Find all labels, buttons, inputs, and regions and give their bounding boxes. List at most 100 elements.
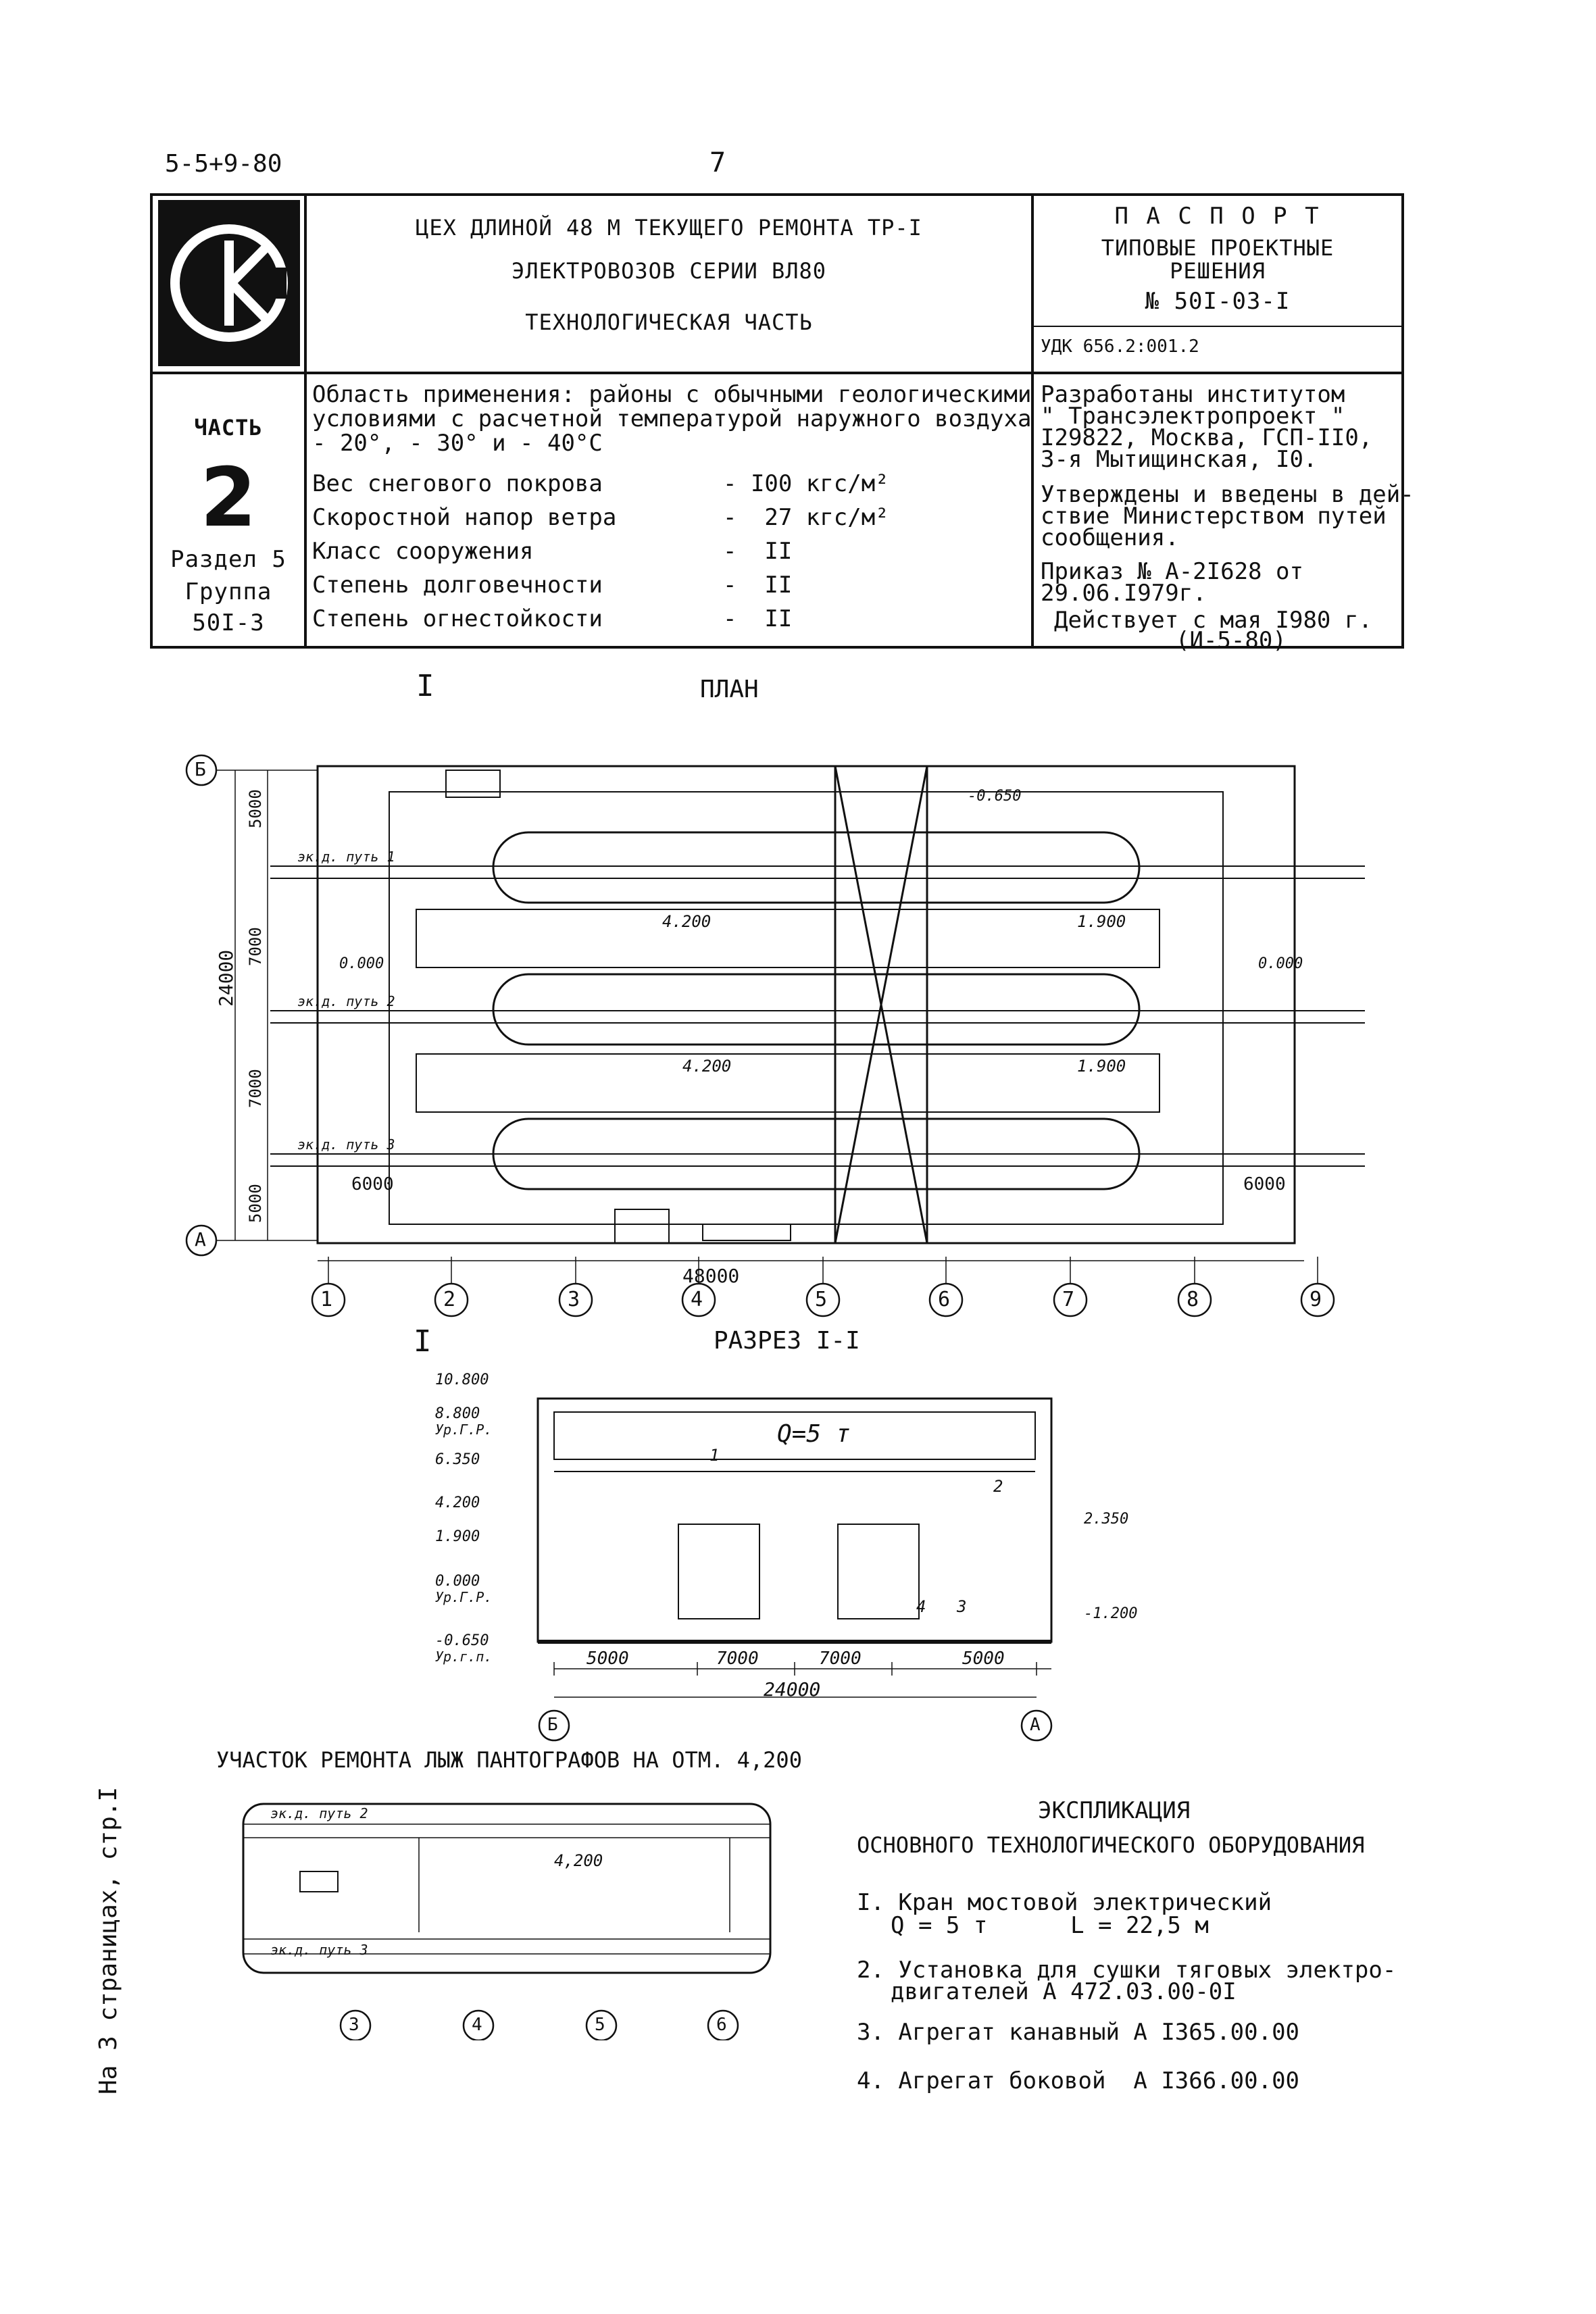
developer-line: " Трансэлектропроект " [1041, 403, 1345, 430]
part-number: 2 [200, 451, 257, 545]
axis-label-9: 9 [1310, 1288, 1322, 1311]
developer-line: I29822, Москва, ГСП-II0, [1041, 424, 1373, 451]
side-note: На 3 страницах, стр.I [95, 1786, 122, 2094]
crane-label: Q=5 т [777, 1420, 851, 1448]
level-label: 0.000 [435, 1573, 480, 1590]
level-label: Ур.Г.Р. [435, 1422, 493, 1438]
param-value: - II [723, 538, 793, 565]
repair-area-title: УЧАСТОК РЕМОНТА ЛЫЖ ПАНТОГРАФОВ НА ОТМ. … [216, 1747, 802, 1773]
callout: 4 [916, 1597, 926, 1616]
level-label: Ур.Г.Р. [435, 1589, 493, 1605]
passport-number: № 50I-03-I [1145, 288, 1291, 315]
application-line-2: условиями с расчетной температурой наруж… [312, 405, 1032, 432]
span-label: 5000 [962, 1649, 1005, 1669]
passport-line-2: ТИПОВЫЕ ПРОЕКТНЫЕ [1101, 235, 1335, 261]
section-title: РАЗРЕЗ I-I [714, 1327, 860, 1355]
callout: 1 [709, 1446, 720, 1465]
span-label: 7000 [716, 1649, 759, 1669]
callout: 3 [957, 1597, 967, 1616]
explication-item: 3. Агрегат канавный А I365.00.00 [857, 2019, 1300, 2046]
repair-track-bottom: эк.д. путь 3 [270, 1942, 368, 1958]
param-value: - II [723, 572, 793, 599]
explication-title: ЭКСПЛИКАЦИЯ [1038, 1797, 1191, 1824]
param-name: Вес снегового покрова [312, 470, 603, 497]
sheet-code: 5-5+9-80 [165, 150, 282, 178]
passport-label: П А С П О Р Т [1114, 203, 1321, 230]
application-line-1: Область применения: районы с обычными ге… [312, 381, 1032, 408]
developer-line: Разработаны институтом [1041, 381, 1345, 408]
developer-line: 3-я Мытищинская, I0. [1041, 446, 1318, 473]
explication-item: 4. Агрегат боковой А I366.00.00 [857, 2067, 1300, 2094]
level-label: 6.350 [435, 1451, 480, 1468]
axis-label-b: Б [195, 758, 206, 780]
group-label: Группа [184, 578, 272, 605]
approval-line: ствие Министерством путей [1041, 503, 1387, 530]
effective-line: (И-5-80) [1176, 627, 1287, 654]
axis-label-7: 7 [1062, 1288, 1075, 1311]
section-total: 24000 [764, 1678, 821, 1701]
dim-total-vertical: 24000 [215, 949, 237, 1007]
effective-line: Действует с мая I980 г. [1054, 607, 1372, 634]
elev-label: 4.200 [662, 912, 712, 931]
elev-label: 1.900 [1077, 912, 1126, 931]
track-label-1: эк.д. путь 1 [297, 849, 395, 865]
elev-label: 0.000 [339, 955, 384, 972]
udk: УДК 656.2:001.2 [1041, 336, 1199, 357]
dim-right: 6000 [1243, 1174, 1286, 1194]
section-drawing [537, 1397, 1053, 1742]
explication-item-sub: Q = 5 т L = 22,5 м [891, 1912, 1209, 1939]
param-name: Класс сооружения [312, 538, 534, 565]
repair-elevation: 4,200 [554, 1851, 603, 1870]
repair-axis-6: 6 [716, 2015, 727, 2035]
axis-label-5: 5 [815, 1288, 828, 1311]
page-number: 7 [709, 147, 726, 178]
order-line: Приказ № А-2I628 от [1041, 558, 1303, 585]
param-value: - 27 кгс/м² [723, 504, 889, 531]
elev-label: 1.900 [1077, 1057, 1126, 1076]
dim-left: 6000 [351, 1174, 394, 1194]
repair-axis-4: 4 [472, 2015, 482, 2035]
axis-label-2: 2 [443, 1288, 456, 1311]
logo [158, 200, 300, 366]
explication-item-sub: двигателей А 472.03.00-0I [891, 1978, 1237, 2005]
param-value: - II [723, 605, 793, 632]
level-label: 10.800 [435, 1372, 489, 1388]
section-label: Раздел 5 [170, 546, 286, 573]
title-line-2: ЭЛЕКТРОВОЗОВ СЕРИИ ВЛ80 [511, 258, 827, 284]
repair-axis-5: 5 [595, 2015, 605, 2035]
track-label-3: эк.д. путь 3 [297, 1136, 395, 1153]
plan-drawing [185, 754, 1365, 1317]
axis-label-8: 8 [1187, 1288, 1199, 1311]
repair-axis-3: 3 [349, 2015, 359, 2035]
level-label: -0.650 [435, 1632, 489, 1649]
callout: 2 [993, 1477, 1003, 1496]
level-label: Ур.г.п. [435, 1649, 493, 1665]
section-axis-b: Б [547, 1715, 558, 1735]
approval-line: Утверждены и введены в дей- [1041, 481, 1414, 508]
elev-label: -0.650 [968, 788, 1022, 805]
axis-label-3: 3 [568, 1288, 580, 1311]
plan-title: ПЛАН [700, 676, 759, 703]
approval-line: сообщения. [1041, 524, 1179, 551]
span-label: 7000 [819, 1649, 862, 1669]
explication-subtitle: ОСНОВНОГО ТЕХНОЛОГИЧЕСКОГО ОБОРУДОВАНИЯ [857, 1832, 1365, 1858]
dim-vertical-2: 7000 [246, 927, 265, 966]
level-label: 1.900 [435, 1528, 480, 1545]
title-line-1: ЦЕХ ДЛИНОЙ 48 М ТЕКУЩЕГО РЕМОНТА ТР-I [416, 215, 922, 241]
param-name: Степень долговечности [312, 572, 603, 599]
level-label: 8.800 [435, 1405, 480, 1422]
span-label: 5000 [587, 1649, 629, 1669]
param-name: Скоростной напор ветра [312, 504, 617, 531]
axis-label-a: А [195, 1228, 206, 1251]
dim-vertical-4: 5000 [246, 1184, 265, 1223]
repair-area-drawing [242, 1803, 772, 2040]
right-level-label: 2.350 [1084, 1511, 1129, 1528]
level-label: 4.200 [435, 1494, 480, 1511]
elev-label: 4.200 [682, 1057, 732, 1076]
repair-track-top: эк.д. путь 2 [270, 1805, 368, 1821]
part-label: ЧАСТЬ [194, 415, 263, 441]
section-axis-a: А [1030, 1715, 1041, 1735]
explication-item: I. Кран мостовой электрический [857, 1889, 1272, 1916]
track-label-2: эк.д. путь 2 [297, 993, 395, 1009]
title-line-3: ТЕХНОЛОГИЧЕСКАЯ ЧАСТЬ [525, 309, 813, 335]
